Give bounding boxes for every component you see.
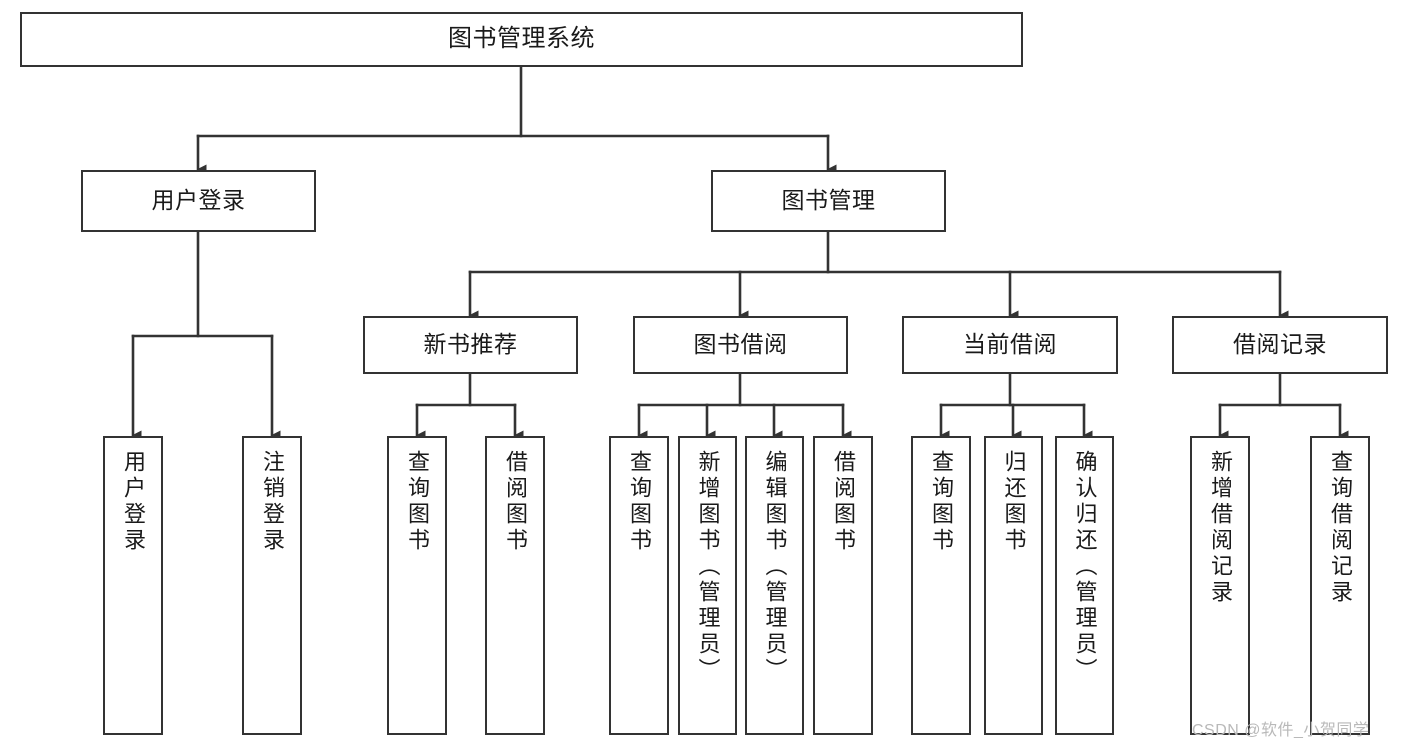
node-leaf-query-record[interactable]: 查询借阅记录	[1310, 436, 1370, 735]
node-label: 借阅记录	[1233, 331, 1327, 358]
node-leaf-borrow-book[interactable]: 借阅图书	[813, 436, 873, 735]
node-leaf-add-book[interactable]: 新增图书（管理员）	[678, 436, 737, 735]
node-leaf-edit-book[interactable]: 编辑图书（管理员）	[745, 436, 804, 735]
node-label: 图书管理系统	[448, 25, 595, 53]
node-borrow-record[interactable]: 借阅记录	[1172, 316, 1388, 374]
node-leaf-logout[interactable]: 注销登录	[242, 436, 302, 735]
node-label: 查询借阅记录	[1328, 450, 1353, 606]
node-label: 新书推荐	[423, 331, 518, 358]
node-label: 用户登录	[151, 187, 246, 214]
node-label: 确认归还（管理员）	[1072, 450, 1098, 684]
node-leaf-borrow-book-rec[interactable]: 借阅图书	[485, 436, 545, 735]
node-label: 新增借阅记录	[1208, 450, 1233, 606]
node-current-borrow[interactable]: 当前借阅	[902, 316, 1118, 374]
node-label: 图书管理	[781, 187, 876, 214]
node-book-manage[interactable]: 图书管理	[711, 170, 946, 232]
node-leaf-confirm-return[interactable]: 确认归还（管理员）	[1055, 436, 1114, 735]
node-book-borrow[interactable]: 图书借阅	[633, 316, 848, 374]
node-label: 查询图书	[405, 450, 430, 554]
node-label: 图书借阅	[693, 331, 788, 358]
node-new-book-recommend[interactable]: 新书推荐	[363, 316, 578, 374]
node-label: 注销登录	[260, 450, 285, 554]
node-label: 编辑图书（管理员）	[762, 450, 788, 684]
node-leaf-add-record[interactable]: 新增借阅记录	[1190, 436, 1250, 735]
node-label: 借阅图书	[831, 450, 856, 554]
node-label: 查询图书	[929, 450, 954, 554]
node-label: 当前借阅	[963, 331, 1057, 358]
node-label: 归还图书	[1001, 450, 1027, 554]
node-leaf-return-book[interactable]: 归还图书	[984, 436, 1043, 735]
node-label: 新增图书（管理员）	[695, 450, 721, 684]
node-user-login[interactable]: 用户登录	[81, 170, 316, 232]
node-leaf-query-book-rec[interactable]: 查询图书	[387, 436, 447, 735]
node-leaf-user-login[interactable]: 用户登录	[103, 436, 163, 735]
node-label: 用户登录	[121, 450, 146, 554]
node-root[interactable]: 图书管理系统	[20, 12, 1023, 67]
node-leaf-query-book-cur[interactable]: 查询图书	[911, 436, 971, 735]
node-label: 查询图书	[627, 450, 652, 554]
node-leaf-query-book-borrow[interactable]: 查询图书	[609, 436, 669, 735]
node-label: 借阅图书	[503, 450, 528, 554]
